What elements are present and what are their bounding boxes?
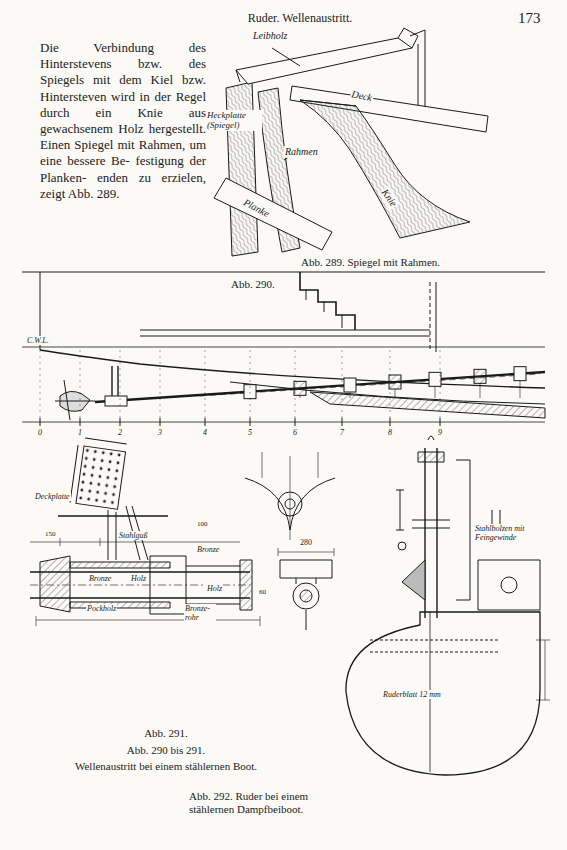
station-line [80,350,81,418]
station-number: 6 [292,428,298,437]
bearing-support [520,381,521,398]
part-name: Deckplatte [34,492,71,501]
station-tick [440,418,441,426]
figure-caption: Abb. 291. [143,727,189,740]
page-number: 173 [518,10,541,27]
station-line [205,350,206,418]
part-name: Leibholz [252,30,288,42]
dimension: 150 [44,530,57,538]
station-tick [250,418,251,426]
station-number: 1 [77,428,83,437]
station-line [120,350,121,418]
station-number: 7 [339,428,345,437]
station-tick [40,418,41,426]
station-line [250,350,251,418]
part-name: Bronze [88,574,112,583]
station-line [440,350,441,418]
station-number: 3 [157,428,163,437]
shaft-bearing [474,369,486,383]
station-tick [390,418,391,426]
bearing-support [435,386,436,398]
shaft-bearing [389,375,401,389]
bearing-support [480,383,481,398]
abb-290-drawing [22,272,545,422]
waterline-label: C.W.L. [26,336,50,345]
station-tick [160,418,161,426]
station-tick [295,418,296,426]
part-name: Heckplatte (Spiegel) [206,110,262,131]
station-line [390,350,391,418]
part-name: Bronze [196,545,220,554]
station-number: 2 [117,428,123,437]
body-text: Die Verbindung des Hinterstevens bzw. de… [40,40,206,202]
dimension: 280 [299,538,313,547]
part-name: Bronze- rohr [184,604,216,622]
part-name: Holz [130,574,147,583]
part-name: Pockholz [86,604,117,613]
part-name: Stahlbolzen mit Feingewinde [474,524,540,542]
abb-291-drawing [30,437,335,630]
figure-caption: Abb. 292. Ruder bei einem stählernen Dam… [188,790,340,815]
bearing-support [300,395,301,398]
shaft-bearing [344,378,356,392]
station-line [295,350,296,418]
figure-caption: Abb. 290. [230,278,276,291]
bearing-support [395,389,396,398]
station-tick [342,418,343,426]
station-number: 0 [37,428,43,437]
station-line [160,350,161,418]
station-line [342,350,343,418]
station-tick [80,418,81,426]
shaft-bearing [294,381,306,395]
part-name: Stahlguß [118,531,148,540]
part-name: Rahmen [284,146,319,158]
station-number: 9 [437,428,443,437]
part-name: Holz [206,584,223,593]
station-number: 5 [247,428,253,437]
bearing-support [350,392,351,398]
figure-caption: Abb. 290 bis 291. [126,744,207,757]
dimension: 100 [196,520,209,528]
shaft-bearing [514,367,526,381]
station-tick [205,418,206,426]
figure-caption: Wellenaustritt bei einem stählernen Boot… [74,760,258,773]
station-line [40,350,41,418]
dimension: 60 [258,588,267,596]
station-number: 4 [202,428,208,437]
abb-292-drawing [346,436,550,775]
running-head: Ruder. Wellenaustritt. [248,12,352,26]
shaft-bearing [429,372,441,386]
station-number: 8 [387,428,393,437]
part-name: Ruderblatt 12 mm [382,690,442,699]
station-tick [120,418,121,426]
abb-289-drawing [214,28,488,256]
figure-caption: Abb. 289. Spiegel mit Rahmen. [300,256,441,269]
